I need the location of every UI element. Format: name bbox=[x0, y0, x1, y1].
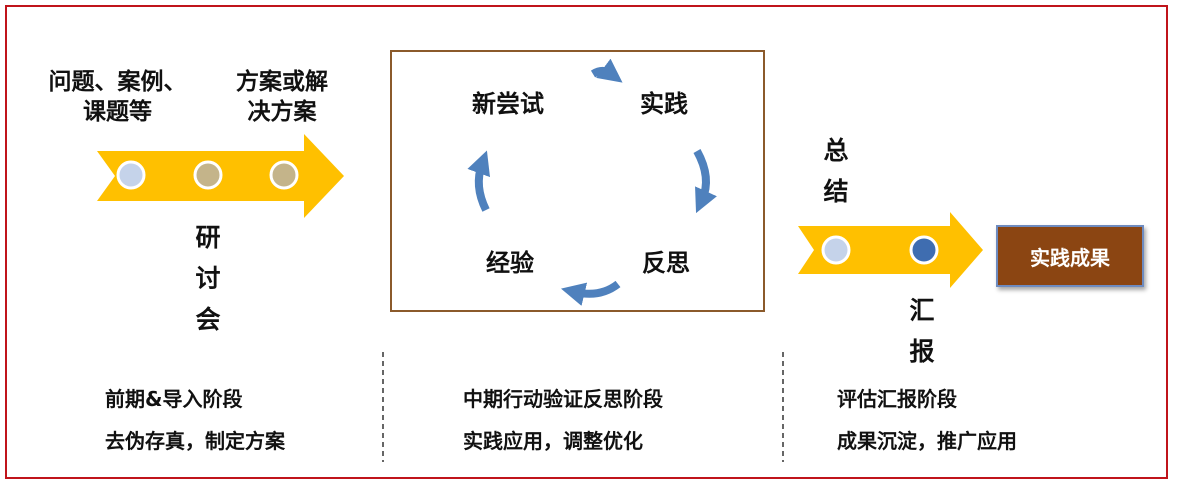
report-char-1: 汇 bbox=[909, 296, 935, 325]
left-arrow-dot-3 bbox=[269, 160, 299, 190]
cycle-arrow-bottom bbox=[560, 280, 621, 306]
summary-char-2: 结 bbox=[823, 177, 849, 206]
right-process-arrow bbox=[798, 212, 983, 288]
inputs-label: 问题、案例、 课题等 bbox=[48, 69, 187, 125]
cycle-step-practice: 实践 bbox=[640, 90, 688, 118]
summary-char-1: 总 bbox=[823, 136, 849, 165]
report-char-2: 报 bbox=[909, 337, 935, 366]
left-arrow-dot-1 bbox=[116, 160, 146, 190]
middle-stage-desc: 实践应用，调整优化 bbox=[463, 429, 643, 453]
cycle-step-new-attempt: 新尝试 bbox=[472, 90, 544, 118]
left-stage-desc: 去伪存真，制定方案 bbox=[105, 429, 285, 453]
right-arrow-dot-2 bbox=[909, 235, 939, 265]
outputs-label: 方案或解 决方案 bbox=[236, 69, 328, 125]
cycle-arrow-right bbox=[693, 149, 717, 214]
seminar-char-1: 研 bbox=[195, 223, 221, 252]
seminar-char-2: 讨 bbox=[195, 264, 221, 293]
report-label: 汇 报 bbox=[907, 290, 937, 372]
summary-label: 总 结 bbox=[821, 130, 851, 212]
right-stage-desc: 成果沉淀，推广应用 bbox=[837, 429, 1017, 453]
cycle-step-experience: 经验 bbox=[486, 249, 534, 277]
right-arrow-dot-1 bbox=[821, 235, 851, 265]
seminar-label: 研 讨 会 bbox=[193, 217, 223, 340]
seminar-char-3: 会 bbox=[195, 305, 221, 334]
cycle-arrow-left bbox=[467, 150, 491, 212]
result-box: 实践成果 bbox=[996, 225, 1144, 287]
cycle-arrow-top bbox=[590, 58, 623, 83]
left-stage-title: 前期&导入阶段 bbox=[105, 387, 243, 411]
result-label: 实践成果 bbox=[1030, 245, 1110, 270]
right-stage-title: 评估汇报阶段 bbox=[837, 387, 957, 411]
middle-stage-title: 中期行动验证反思阶段 bbox=[463, 387, 663, 411]
left-arrow-dot-2 bbox=[193, 160, 223, 190]
cycle-step-reflection: 反思 bbox=[642, 249, 690, 277]
outer-frame bbox=[5, 5, 1168, 479]
